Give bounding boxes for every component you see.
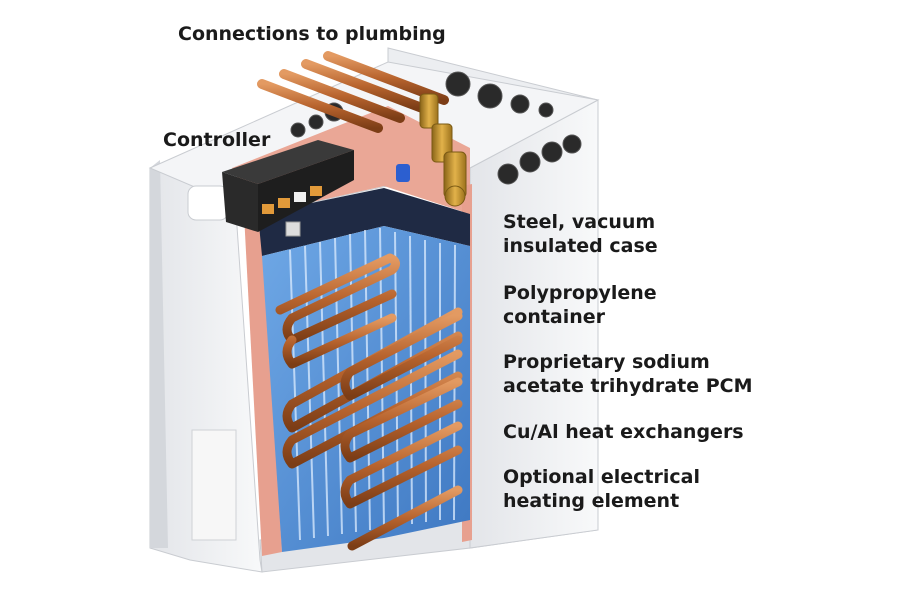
controller-terminal-1 [262,204,274,214]
label-connections-to-plumbing-text: Connections to plumbing [178,23,446,45]
controller-unit [222,140,354,237]
label-container-line1: Polypropylene [503,282,657,304]
label-controller: Controller [163,128,270,152]
controller-terminal-4 [310,186,322,196]
label-connections-to-plumbing: Connections to plumbing [178,22,446,46]
label-pcm-line2: acetate trihydrate PCM [503,375,753,397]
brass-fittings [419,93,467,207]
label-container-line2: container [503,306,606,328]
copper-heat-exchanger-coils [275,253,463,551]
pipe-3 [301,59,427,113]
pipe-2 [279,69,405,123]
label-heater-line1: Optional electrical [503,466,700,488]
label-heater-line2: heating element [503,490,680,512]
coil-1 [275,253,400,345]
coil-4 [282,349,463,469]
label-controller-text: Controller [163,129,271,151]
label-heat-exchangers-text: Cu/Al heat exchangers [503,421,744,443]
pipe-4 [323,51,449,105]
controller-terminal-3 [294,192,306,202]
air-valve-icon [396,164,410,182]
label-steel-case-line2: insulated case [503,235,658,257]
label-heating-element: Optional electrical heating element [503,465,700,513]
controller-front [222,172,258,232]
coil-2 [282,313,397,369]
label-steel-case: Steel, vacuum insulated case [503,210,658,258]
label-pcm: Proprietary sodium acetate trihydrate PC… [503,350,753,398]
controller-connector [285,221,301,237]
connection-pipes [257,51,449,133]
case-left-edge [150,160,168,548]
label-heat-exchangers: Cu/Al heat exchangers [503,420,744,444]
controller-terminal-2 [278,198,290,208]
controller-side [258,150,354,232]
insulation-left [244,208,282,556]
plumbing-ports [290,71,582,185]
label-pcm-line1: Proprietary sodium [503,351,710,373]
coil-riser-right [347,485,463,551]
container-top-dark [258,188,470,256]
case-rating-label [191,429,237,541]
label-steel-case-line1: Steel, vacuum [503,211,656,233]
controller-top [222,140,354,184]
label-polypropylene-container: Polypropylene container [503,281,657,329]
pipe-1 [257,79,383,133]
